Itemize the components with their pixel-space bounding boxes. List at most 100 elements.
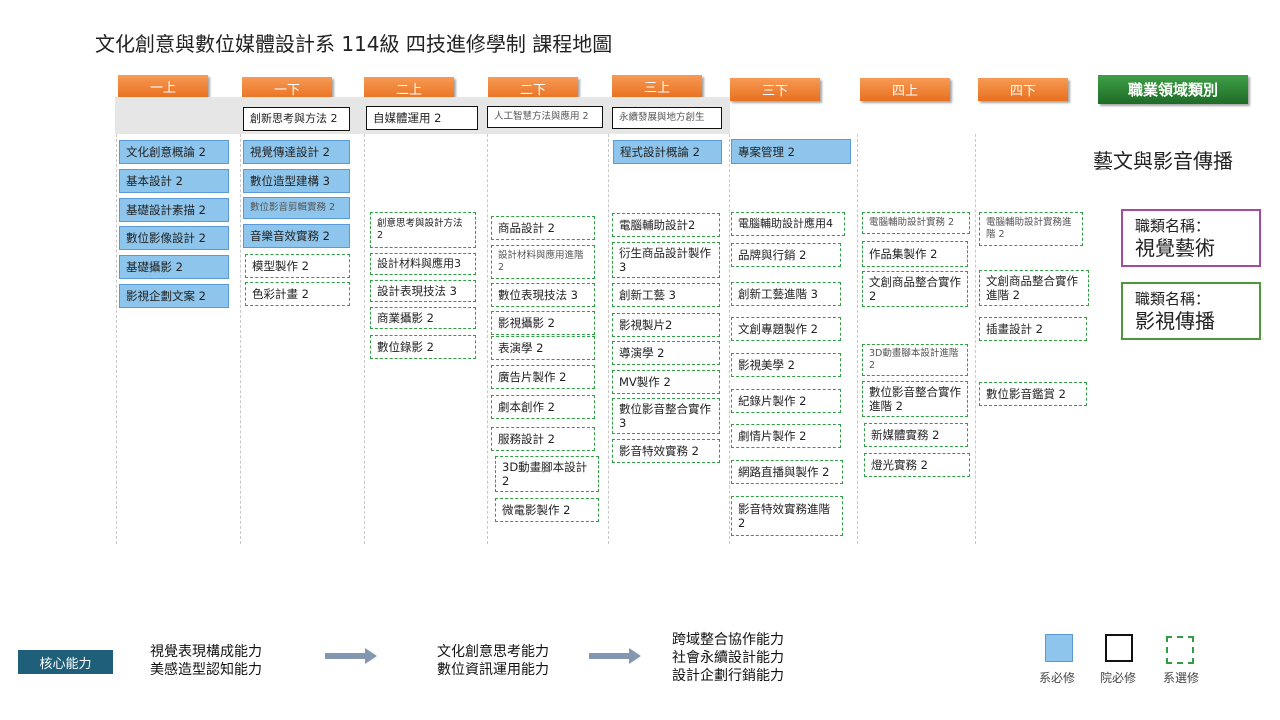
- course-required: 基本設計 2: [119, 169, 229, 193]
- course-required: 程式設計概論 2: [613, 140, 722, 164]
- course-elective: 色彩計畫 2: [245, 282, 350, 306]
- semester-header: 一下: [242, 77, 332, 100]
- course-required: 數位影音剪輯實務 2: [243, 197, 350, 219]
- core-ability-group: 跨域整合協作能力 社會永續設計能力 設計企劃行銷能力: [672, 631, 784, 685]
- career-domain: 藝文與影音傳播: [1093, 149, 1233, 173]
- course-elective: 數位錄影 2: [370, 335, 476, 359]
- course-elective: 數位影音鑑賞 2: [979, 382, 1087, 406]
- legend-swatch-department-required: [1045, 634, 1073, 662]
- course-elective: 創新工藝 3: [612, 283, 720, 307]
- course-elective: 電腦輔助設計應用4: [731, 212, 845, 236]
- core-ability: 社會永續設計能力: [672, 650, 784, 666]
- core-ability-group: 視覺表現構成能力 美感造型認知能力: [150, 643, 262, 679]
- job-label: 職類名稱：: [1135, 217, 1211, 235]
- course-elective: 電腦輔助設計實務進階 2: [979, 212, 1083, 246]
- core-ability: 美感造型認知能力: [150, 662, 262, 678]
- course-college-required: 人工智慧方法與應用 2: [487, 106, 603, 128]
- course-college-required: 自媒體運用 2: [366, 106, 478, 130]
- career-field-header: 職業領域類別: [1098, 75, 1248, 104]
- course-elective: 品牌與行銷 2: [731, 243, 841, 267]
- column-divider: [116, 134, 117, 544]
- job-label: 職類名稱：: [1135, 290, 1211, 308]
- course-elective: 模型製作 2: [245, 254, 350, 278]
- course-elective: 廣告片製作 2: [491, 365, 595, 389]
- course-required: 基礎設計素描 2: [119, 198, 229, 222]
- semester-header: 三上: [612, 75, 702, 98]
- column-divider: [240, 134, 241, 544]
- job-category-visual-arts: 職類名稱： 視覺藝術: [1121, 209, 1261, 267]
- semester-header: 四上: [860, 78, 950, 101]
- semester-header: 二上: [364, 77, 454, 100]
- core-ability: 數位資訊運用能力: [437, 662, 549, 678]
- course-elective: 設計材料與應用進階 2: [491, 245, 595, 279]
- course-elective: 紀錄片製作 2: [731, 389, 841, 413]
- core-ability: 跨域整合協作能力: [672, 632, 784, 648]
- legend-label: 系選修: [1163, 671, 1200, 685]
- arrow-right-icon: [325, 648, 377, 664]
- course-elective: 影音特效實務 2: [612, 439, 720, 463]
- course-elective: 劇本創作 2: [491, 395, 595, 419]
- core-ability: 文化創意思考能力: [437, 644, 549, 660]
- course-elective: 3D動畫腳本設計進階 2: [862, 344, 968, 376]
- course-elective: 作品集製作 2: [862, 241, 968, 267]
- column-divider: [975, 134, 976, 544]
- course-college-required: 創新思考與方法 2: [243, 107, 350, 131]
- course-elective: 文創商品整合實作 2: [862, 271, 968, 307]
- course-elective: 商業攝影 2: [370, 307, 476, 329]
- legend-label: 院必修: [1100, 671, 1137, 685]
- course-college-required: 永續發展與地方創生: [612, 107, 722, 129]
- course-elective: 文創商品整合實作進階 2: [979, 270, 1089, 306]
- legend-label: 系必修: [1039, 671, 1076, 685]
- course-required: 影視企劃文案 2: [119, 284, 229, 308]
- course-elective: 數位表現技法 3: [491, 283, 595, 307]
- arrow-right-icon: [589, 648, 641, 664]
- semester-header: 一上: [118, 75, 208, 98]
- core-ability: 設計企劃行銷能力: [672, 668, 784, 684]
- column-divider: [857, 134, 858, 544]
- course-elective: 創新工藝進階 3: [731, 282, 841, 306]
- core-ability: 視覺表現構成能力: [150, 644, 262, 660]
- core-ability-group: 文化創意思考能力 數位資訊運用能力: [437, 643, 549, 679]
- course-required: 文化創意概論 2: [119, 140, 229, 164]
- course-elective: 微電影製作 2: [495, 498, 599, 522]
- course-elective: 服務設計 2: [491, 427, 595, 451]
- legend-swatch-department-elective: [1166, 636, 1194, 664]
- column-divider: [729, 134, 730, 544]
- course-required: 專案管理 2: [731, 139, 851, 164]
- course-elective: 影音特效實務進階 2: [731, 496, 843, 536]
- semester-header: 三下: [730, 78, 820, 101]
- column-divider: [487, 134, 488, 544]
- page-title: 文化創意與數位媒體設計系 114級 四技進修學制 課程地圖: [95, 32, 613, 56]
- course-elective: 電腦輔助設計2: [612, 213, 720, 237]
- column-divider: [608, 134, 609, 544]
- course-elective: 劇情片製作 2: [731, 424, 841, 448]
- course-required: 數位影像設計 2: [119, 226, 229, 250]
- course-elective: 表演學 2: [491, 336, 595, 360]
- course-elective: 設計表現技法 3: [370, 280, 476, 302]
- course-required: 基礎攝影 2: [119, 255, 229, 279]
- course-elective: 創意思考與設計方法 2: [370, 212, 476, 248]
- course-elective: 影視製片2: [612, 313, 720, 337]
- course-elective: 影視攝影 2: [491, 311, 595, 335]
- course-elective: 衍生商品設計製作 3: [612, 242, 720, 278]
- semester-header: 二下: [488, 77, 578, 100]
- job-name: 影視傳播: [1135, 309, 1215, 333]
- course-elective: 文創專題製作 2: [731, 317, 841, 341]
- course-elective: 燈光實務 2: [864, 453, 970, 477]
- semester-header: 四下: [978, 78, 1068, 101]
- course-elective: 數位影音整合實作進階 2: [862, 381, 968, 417]
- course-elective: 商品設計 2: [491, 216, 595, 240]
- course-elective: 3D動畫腳本設計 2: [495, 456, 599, 492]
- course-elective: 導演學 2: [612, 341, 720, 365]
- course-required: 音樂音效實務 2: [243, 224, 350, 248]
- job-category-film-communication: 職類名稱： 影視傳播: [1121, 282, 1261, 340]
- course-elective: 新媒體實務 2: [864, 423, 968, 447]
- course-required: 視覺傳達設計 2: [243, 140, 350, 164]
- course-elective: 數位影音整合實作 3: [612, 398, 720, 434]
- column-divider: [364, 134, 365, 544]
- core-ability-label: 核心能力: [18, 650, 113, 674]
- course-required: 數位造型建構 3: [243, 169, 350, 193]
- course-elective: 電腦輔助設計實務 2: [862, 212, 970, 234]
- course-elective: MV製作 2: [612, 370, 720, 394]
- course-elective: 設計材料與應用3: [370, 253, 476, 275]
